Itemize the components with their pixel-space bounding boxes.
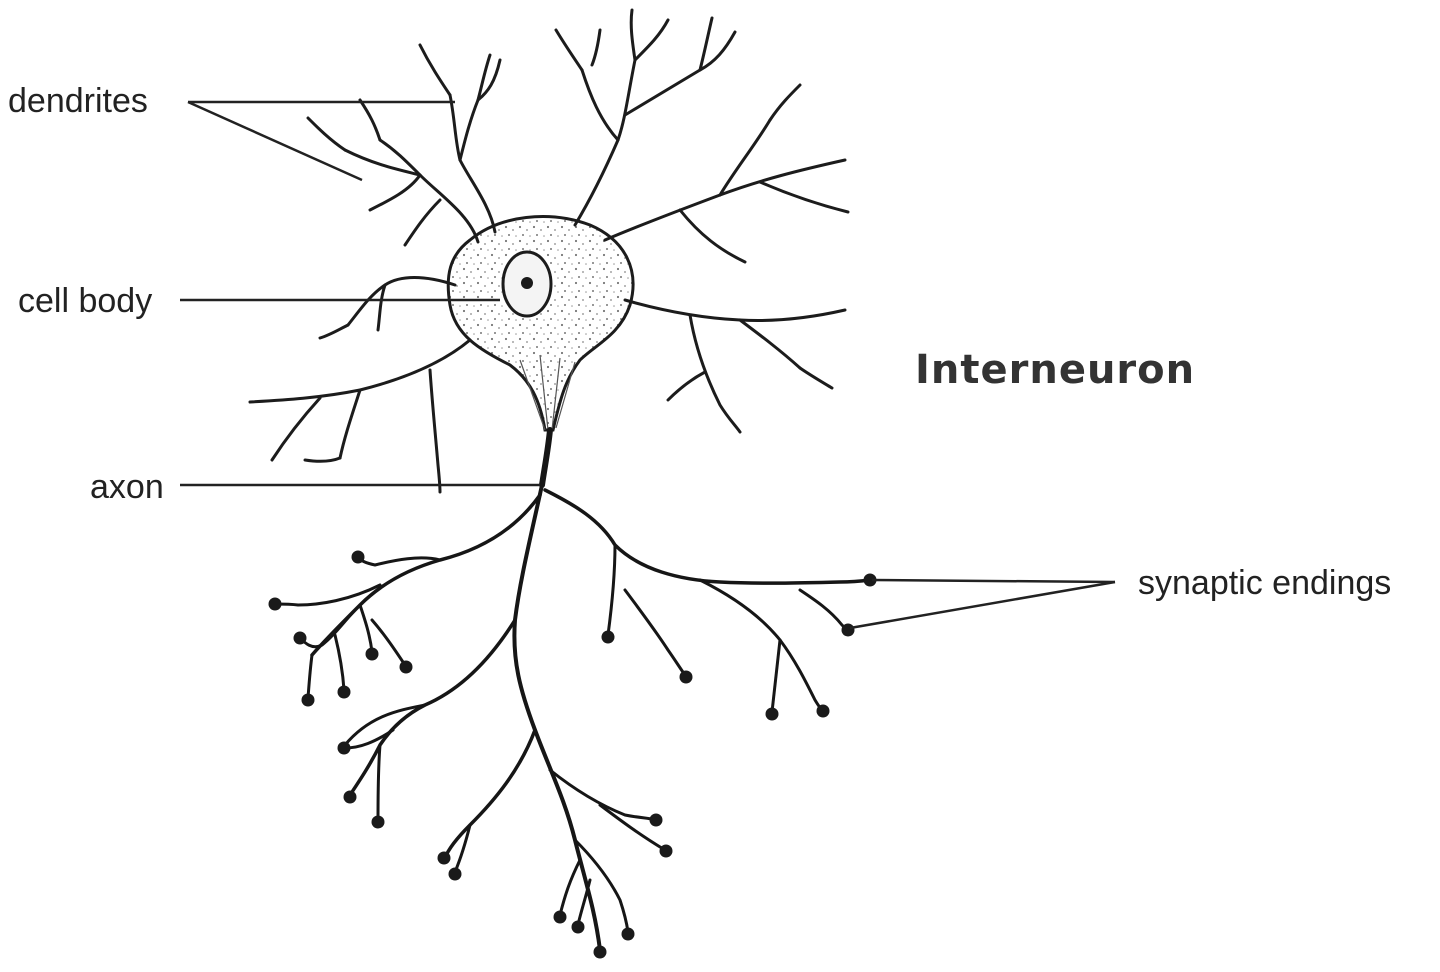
axon-label: axon: [90, 468, 164, 506]
axon-shape: [274, 427, 872, 952]
nucleus: [501, 250, 553, 318]
dendrites-label: dendrites: [8, 82, 148, 120]
synaptic-endings-shape: [268, 550, 877, 959]
synaptic-endings-leader-lower: [849, 580, 1116, 630]
cell-body-shape: [446, 215, 635, 432]
synaptic-endings-leader-upper: [871, 578, 1116, 584]
dendrites-leader-lower: [187, 100, 363, 182]
leader-lines: [180, 100, 1116, 630]
cell-body-label: cell body: [18, 282, 153, 320]
synaptic-endings-label: synaptic endings: [1138, 564, 1392, 602]
diagram-title: Interneuron: [915, 347, 1196, 393]
